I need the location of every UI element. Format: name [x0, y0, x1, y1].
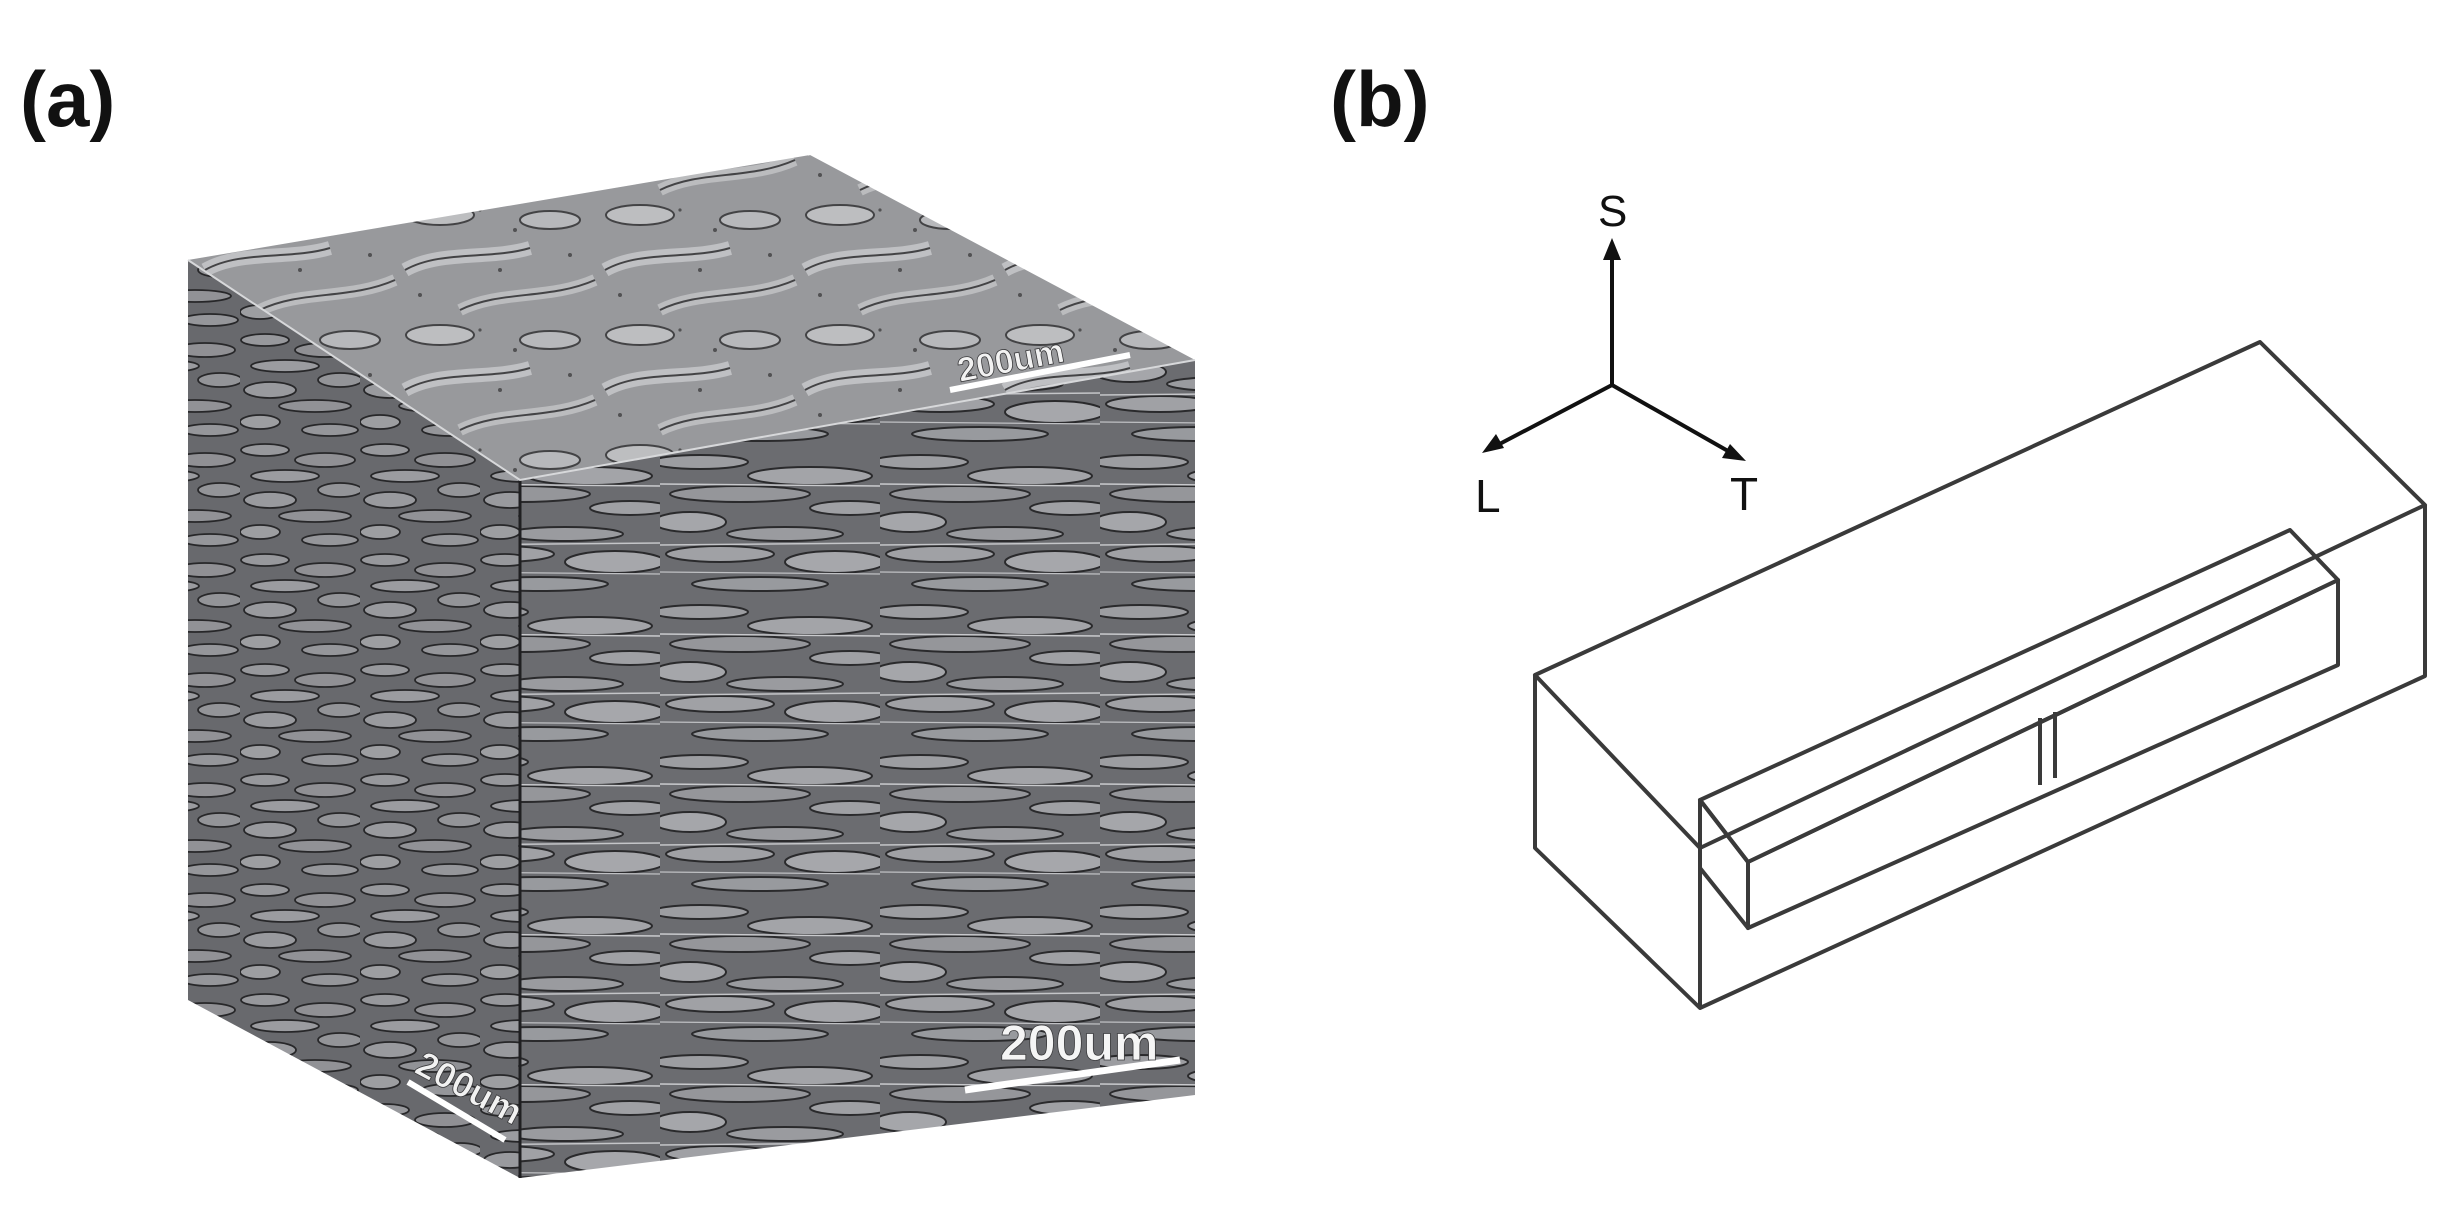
cube-top-face: [188, 155, 1195, 480]
axis-label-l: L: [1475, 470, 1501, 522]
axis-label-t: T: [1730, 468, 1758, 520]
specimen-front: [1746, 578, 2340, 930]
panel-label-a: (a): [20, 55, 116, 143]
axis-label-s: S: [1598, 187, 1627, 236]
outer-block-left-edge: [1533, 505, 2427, 1010]
axis-l-arrowhead: [1482, 434, 1504, 453]
cube-left-face: [188, 260, 520, 1178]
axis-l-line: [1491, 383, 1613, 450]
axis-t-arrowhead: [1722, 444, 1746, 461]
microstructure-cube: 200um 200um 200um: [187, 155, 1196, 1178]
block-wireframe: [1533, 340, 2427, 1010]
cube-front-face: [520, 360, 1195, 1178]
scale-bar-front: 200um: [964, 1015, 1181, 1094]
axis-s-arrowhead: [1603, 238, 1621, 260]
panel-label-b: (b): [1330, 55, 1430, 143]
specimen-end: [1698, 798, 1750, 930]
scale-bar-front-label: 200um: [1000, 1015, 1158, 1071]
axis-triad: [1482, 238, 1746, 461]
axis-t-line: [1611, 383, 1736, 457]
